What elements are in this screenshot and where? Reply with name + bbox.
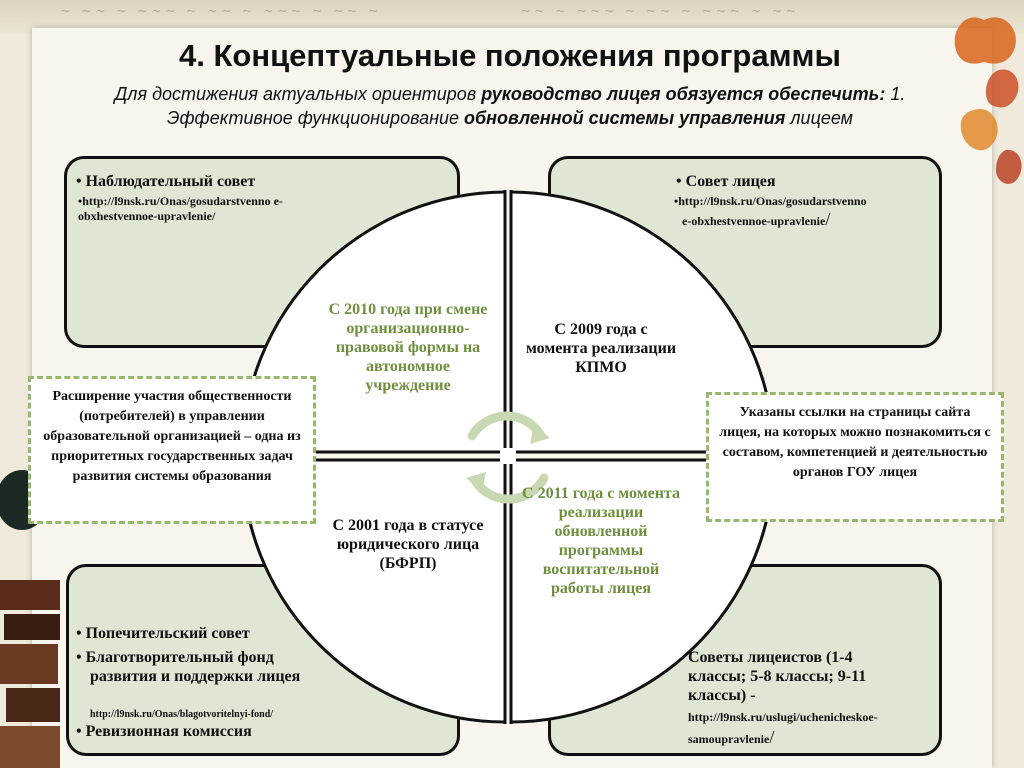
decorative-script-texture: ~ ~~ ~ ~~~ ~ ~~ ~ ~~~ ~ ~~ ~ (60, 4, 382, 19)
quadrant-text-2009: С 2009 года с момента реализации КПМО (525, 321, 677, 376)
trustees-bullet: • Попечительский совет (76, 625, 250, 642)
quadrant-text-2010: С 2010 года при смене организационно-пра… (328, 301, 488, 394)
supervisory-board-label: Наблюдательный совет (85, 173, 256, 190)
slide-title: 4. Концептуальные положения программы (179, 38, 841, 73)
charity-fund-label: Благотворительный фонд развития и поддер… (85, 649, 301, 685)
url-slash: / (769, 727, 775, 747)
charity-fund-link[interactable]: http://l9nsk.ru/Onas/blagotvoritelnyi-fo… (90, 709, 274, 720)
cycle-arrows-icon (467, 411, 549, 504)
subtitle-part: Для достижения актуальных ориентиров (114, 84, 482, 104)
lyceum-council-bullet: • Совет лицея (676, 173, 776, 190)
quadrant-top-right (511, 190, 776, 452)
quadrant-text-2001: С 2001 года в статусе юридического лица … (332, 517, 484, 572)
subtitle-part: 1. Эффективное функционирование (166, 84, 906, 128)
trustees-label: Попечительский совет (85, 625, 250, 642)
quadrant-bottom-right (511, 460, 776, 724)
subtitle-emphasis: руководство лицея обязуется обеспечить: (481, 84, 886, 104)
url-slash: / (825, 209, 831, 229)
lyceum-council-url-part[interactable]: http://l9nsk.ru/Onas/gosudarstvenno (678, 194, 867, 208)
arrow-head-icon (530, 424, 550, 444)
audit-commission-label: Ревизионная комиссия (85, 723, 252, 740)
student-councils-link-line-1[interactable]: http://l9nsk.ru/uslugi/uchenicheskoe- (688, 710, 878, 724)
student-councils-text: Советы лицеистов (1-4 классы; 5-8 классы… (688, 649, 867, 704)
supervisory-board-bullet: • Наблюдательный совет (76, 173, 256, 190)
student-councils-link-line-2[interactable]: samoupravlenie/ (688, 727, 938, 747)
decorative-script-texture: ~~ ~ ~~~ ~ ~~ ~ ~~~ ~ ~~ (520, 4, 800, 19)
arrow-head-icon (466, 472, 486, 492)
quadrant-bottom-left (240, 460, 505, 724)
lyceum-council-link-line-2[interactable]: e-obxhestvennoe-upravlenie/ (682, 209, 932, 229)
slide-subtitle: Для достижения актуальных ориентиров рук… (90, 82, 930, 130)
audit-commission-bullet: • Ревизионная комиссия (76, 723, 252, 740)
lyceum-council-url-part[interactable]: e-obxhestvennoe-upravlenie (682, 214, 826, 228)
charity-fund-bullet: • Благотворительный фонд развития и подд… (76, 649, 301, 685)
subtitle-emphasis: обновленной системы управления (464, 108, 786, 128)
lyceum-council-label: Совет лицея (685, 173, 776, 190)
callout-public-participation: Расширение участия общественности (потре… (28, 376, 316, 524)
quadrant-text-2011: С 2011 года с момента реализации обновле… (522, 485, 680, 597)
supervisory-board-url[interactable]: http://l9nsk.ru/Onas/gosudarstvenno e-ob… (78, 194, 283, 223)
lyceum-council-link-line-1[interactable]: •http://l9nsk.ru/Onas/gosudarstvenno (674, 194, 867, 208)
autumn-leaves-decoration (954, 17, 1022, 184)
student-councils-url-part[interactable]: samoupravlenie (688, 732, 770, 746)
subtitle-part: лицеем (785, 108, 854, 128)
supervisory-board-link[interactable]: •http://l9nsk.ru/Onas/gosudarstvenno e-o… (78, 194, 283, 223)
callout-site-links: Указаны ссылки на страницы сайта лицея, … (706, 392, 1004, 522)
center-gap (500, 448, 516, 464)
